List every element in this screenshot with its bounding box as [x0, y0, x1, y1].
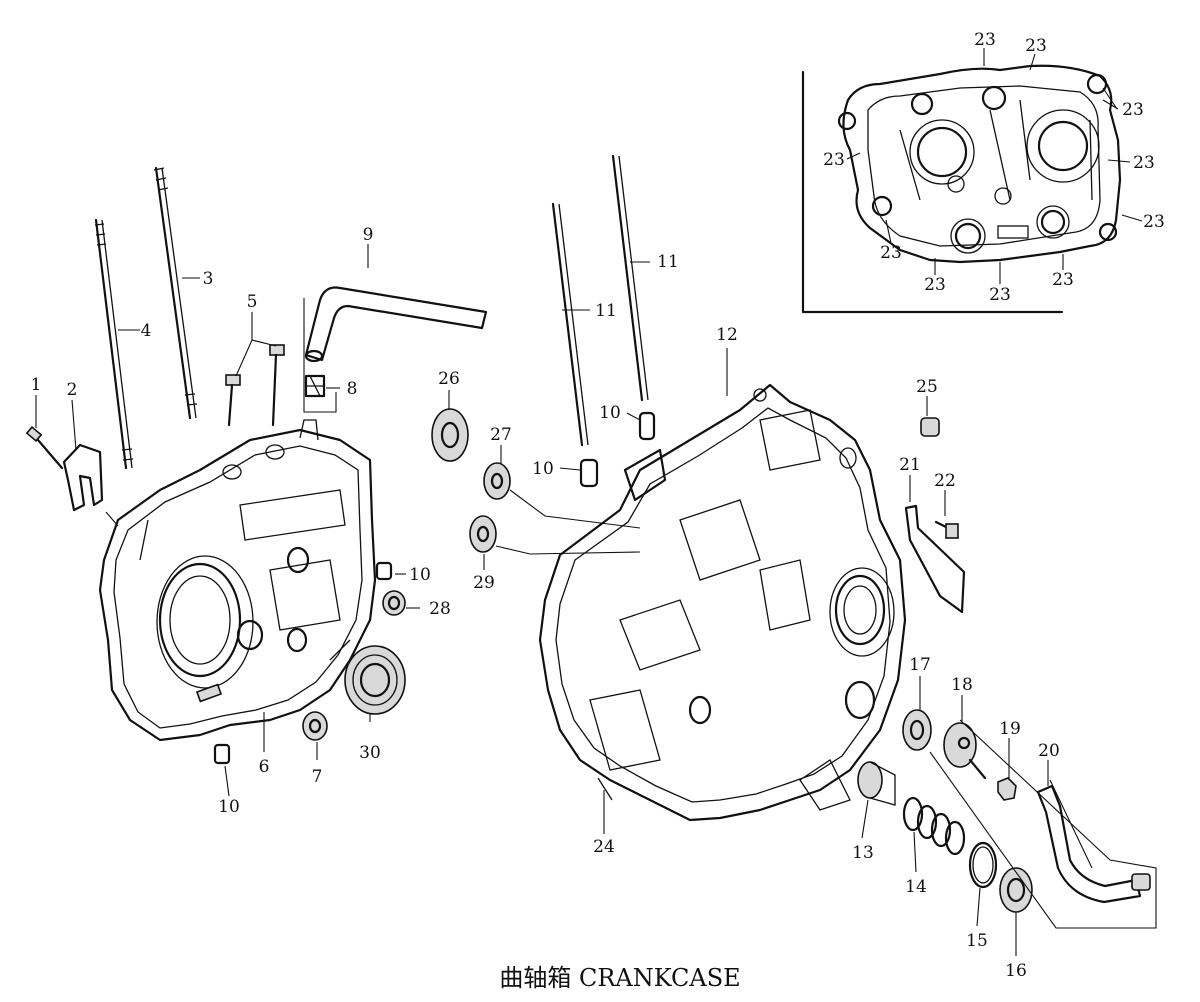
inset-frame: [801, 70, 1064, 314]
callout-label: 27: [490, 425, 512, 445]
stud-part-4: [94, 218, 134, 470]
inset-callout-23: 23: [924, 275, 946, 295]
nut-part-28: [382, 590, 406, 616]
inset-callout-23: 23: [1025, 36, 1047, 56]
callout-label: 2: [67, 380, 78, 400]
callout-label: 25: [916, 377, 938, 397]
bearing-part-29: [469, 515, 497, 553]
callout-label: 10: [218, 797, 240, 817]
callout-label: 7: [312, 767, 323, 787]
callout-label: 15: [966, 931, 988, 951]
nut-part-7: [302, 711, 328, 741]
inset-callout-23: 23: [1143, 212, 1165, 232]
callout-label: 18: [951, 675, 973, 695]
callout-label: 3: [203, 269, 214, 289]
callout-label: 11: [595, 301, 617, 321]
inset-callout-23: 23: [1133, 153, 1155, 173]
callout-label: 4: [141, 321, 152, 341]
callout-labels: 1 2 3 4 5 6 7 8 9 10 10 10 10 11 11 12 1…: [31, 225, 1060, 981]
inset-crankcase-half: [837, 64, 1122, 264]
callout-label: 17: [909, 655, 931, 675]
stud-part-11: [551, 154, 649, 447]
plate-part-21: [904, 504, 966, 614]
callout-label: 11: [657, 252, 679, 272]
callout-label: 26: [438, 369, 460, 389]
callout-label: 29: [473, 573, 495, 593]
callout-label: 21: [899, 455, 921, 475]
bolt-part-5: [225, 344, 285, 427]
plug-part-16: [999, 867, 1033, 913]
spring-part-14: [902, 796, 966, 856]
nut-part-19: [997, 777, 1017, 801]
inset-callout-23: 23: [974, 30, 996, 50]
callout-label: 5: [247, 292, 258, 312]
right-crankcase-half: [538, 383, 907, 822]
callout-label: 16: [1005, 961, 1027, 981]
callout-label: 20: [1038, 741, 1060, 761]
nut-part-25: [920, 417, 940, 437]
callout-label: 10: [532, 459, 554, 479]
bearing-part-30: [344, 645, 406, 715]
bracket-part-2: [62, 443, 104, 512]
inset-callout-leaders: [846, 48, 1143, 284]
callout-label: 8: [347, 379, 358, 399]
callout-label: 10: [599, 403, 621, 423]
callout-label: 22: [934, 471, 956, 491]
oring-part-15: [968, 841, 998, 889]
callout-leader-lines: [35, 244, 1157, 956]
callout-label: 10: [409, 565, 431, 585]
dowel-part-10: [213, 411, 656, 765]
inset-callout-23: 23: [823, 150, 845, 170]
callout-label: 6: [259, 757, 270, 777]
inset-callout-labels: 23 23 23 23 23 23 23 23 23 23: [823, 30, 1165, 305]
callout-label: 19: [999, 719, 1021, 739]
callout-label: 13: [852, 843, 874, 863]
arm-part-20: [1036, 784, 1151, 904]
callout-label: 24: [593, 837, 615, 857]
clip-part-8: [304, 374, 326, 398]
callout-label: 28: [429, 599, 451, 619]
bolt-part-22: [934, 520, 959, 539]
callout-label: 1: [31, 375, 42, 395]
stud-part-3: [153, 166, 198, 420]
tube-part-9: [304, 286, 488, 363]
inset-callout-23: 23: [1052, 270, 1074, 290]
inset-callout-23: 23: [880, 243, 902, 263]
diagram-title: 曲轴箱 CRANKCASE: [499, 964, 740, 992]
crankcase-inset-panel: 23 23 23 23 23 23 23 23 23 23: [801, 30, 1165, 314]
bearing-part-26: [431, 408, 469, 462]
callout-label: 12: [716, 325, 738, 345]
callout-label: 14: [905, 877, 927, 897]
callout-label: 30: [359, 743, 381, 763]
seal-part-17: [902, 709, 932, 751]
inset-callout-23: 23: [1122, 100, 1144, 120]
sensor-part-18: [943, 722, 987, 780]
callout-label: 9: [363, 225, 374, 245]
left-crankcase-half: [98, 419, 377, 742]
inset-callout-23: 23: [989, 285, 1011, 305]
bearing-part-27: [483, 462, 511, 500]
filter-part-13: [857, 761, 896, 806]
bolt-part-1: [25, 425, 64, 470]
gasket-edge-part-24: [597, 777, 613, 801]
